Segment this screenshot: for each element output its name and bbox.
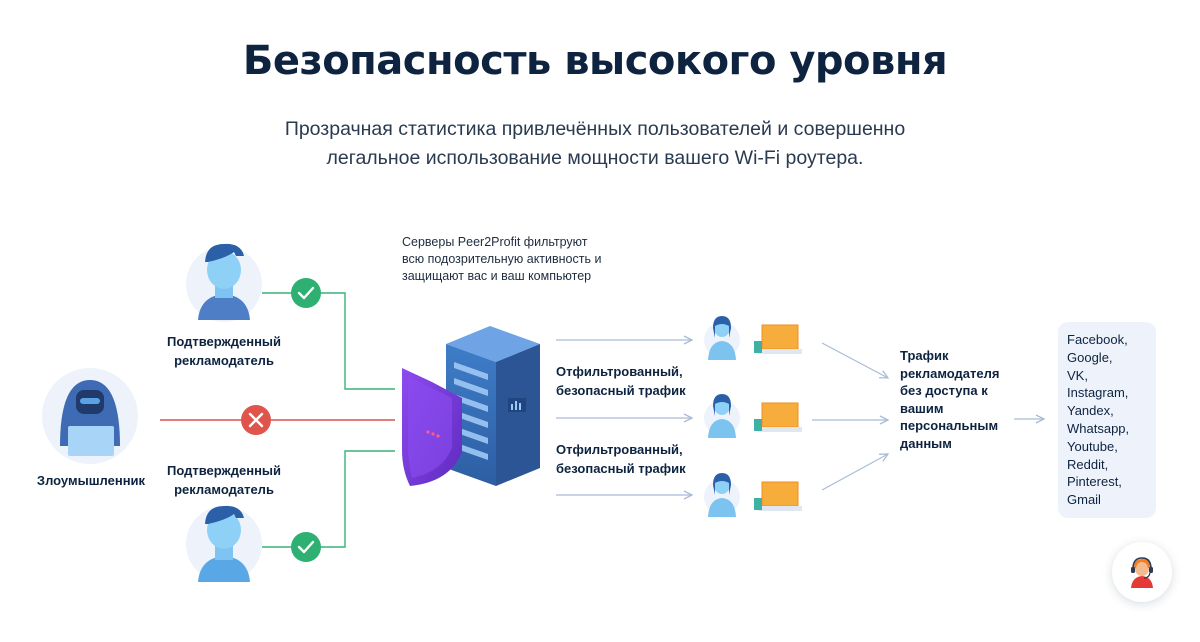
- user-laptop-1: [704, 316, 802, 360]
- platforms-box: [1058, 322, 1156, 518]
- platforms-list: Facebook, Google, VK, Instagram, Yandex,…: [1067, 331, 1155, 509]
- platform-item: Instagram,: [1067, 385, 1129, 401]
- platform-item: Yandex,: [1067, 403, 1114, 419]
- page-subtitle: Прозрачная статистика привлечённых польз…: [250, 115, 940, 173]
- advertiser-top-label: Подтвержденный рекламодатель: [160, 332, 288, 370]
- filtered-traffic-2-line-2: безопасный трафик: [556, 461, 686, 476]
- advertiser-traffic-line-1: Трафик: [900, 348, 949, 363]
- platform-item: VK,: [1067, 367, 1088, 383]
- filtered-traffic-label-2: Отфильтрованный, безопасный трафик: [556, 440, 696, 478]
- server-icon: [446, 326, 540, 486]
- servers-note-line-2: всю подозрительную активность и: [402, 252, 602, 266]
- advertiser-bottom-label-line-2: рекламодатель: [174, 482, 274, 497]
- servers-note: Серверы Peer2Profit фильтруют всю подозр…: [402, 234, 662, 285]
- advertiser-traffic-line-2: рекламодателя: [900, 365, 1000, 381]
- platform-item: Gmail: [1067, 492, 1101, 508]
- attacker-label: Злоумышленник: [36, 473, 146, 488]
- platform-item: Google,: [1067, 349, 1113, 365]
- cross-icon: [241, 405, 271, 435]
- advertiser-traffic-line-3: без доступа к: [900, 383, 988, 398]
- filtered-traffic-1-line-2: безопасный трафик: [556, 383, 686, 398]
- servers-note-line-3: защищают вас и ваш компьютер: [402, 269, 592, 283]
- arrow-converge-1: [821, 342, 888, 378]
- filtered-traffic-1-line-1: Отфильтрованный,: [556, 364, 683, 379]
- page-title: Безопасность высокого уровня: [242, 38, 948, 84]
- check-icon: [291, 278, 321, 308]
- check-icon-bottom: [291, 532, 321, 562]
- user-laptop-2: [704, 394, 802, 438]
- subtitle-line-2: легальное использование мощности вашего …: [326, 147, 864, 169]
- filtered-traffic-2-line-1: Отфильтрованный,: [556, 442, 683, 457]
- platform-item: Pinterest,: [1067, 474, 1122, 490]
- platform-item: Facebook,: [1067, 332, 1128, 347]
- advertiser-bottom-label: Подтвержденный рекламодатель: [160, 461, 288, 499]
- support-agent-icon: [1131, 557, 1153, 588]
- advertiser-traffic-line-5: персональным: [900, 418, 999, 433]
- advertiser-traffic-line-4: вашим: [900, 400, 944, 416]
- advertiser-top-label-line-1: Подтвержденный: [166, 334, 282, 349]
- advertiser-top-person-icon: [198, 243, 250, 320]
- advertiser-traffic-line-6: данным: [900, 435, 952, 451]
- filtered-traffic-label-1: Отфильтрованный, безопасный трафик: [556, 362, 696, 400]
- user-laptop-3: [704, 473, 802, 517]
- advertiser-top-label-line-2: рекламодатель: [174, 353, 274, 368]
- platform-item: Whatsapp,: [1067, 420, 1130, 436]
- advertiser-traffic-label: Трафик рекламодателя без доступа к вашим…: [900, 347, 1010, 452]
- advertiser-bottom-label-line-1: Подтвержденный: [166, 463, 282, 478]
- subtitle-line-1: Прозрачная статистика привлечённых польз…: [284, 118, 906, 140]
- platform-item: Youtube,: [1067, 438, 1118, 454]
- attacker-icon: [60, 380, 120, 456]
- support-chat-button[interactable]: [1112, 542, 1172, 602]
- advertiser-bottom-person-icon: [198, 505, 250, 582]
- platform-item: Reddit,: [1067, 456, 1109, 472]
- servers-note-line-1: Серверы Peer2Profit фильтруют: [402, 235, 588, 249]
- arrow-converge-3: [821, 454, 888, 491]
- shield-icon: [402, 368, 462, 486]
